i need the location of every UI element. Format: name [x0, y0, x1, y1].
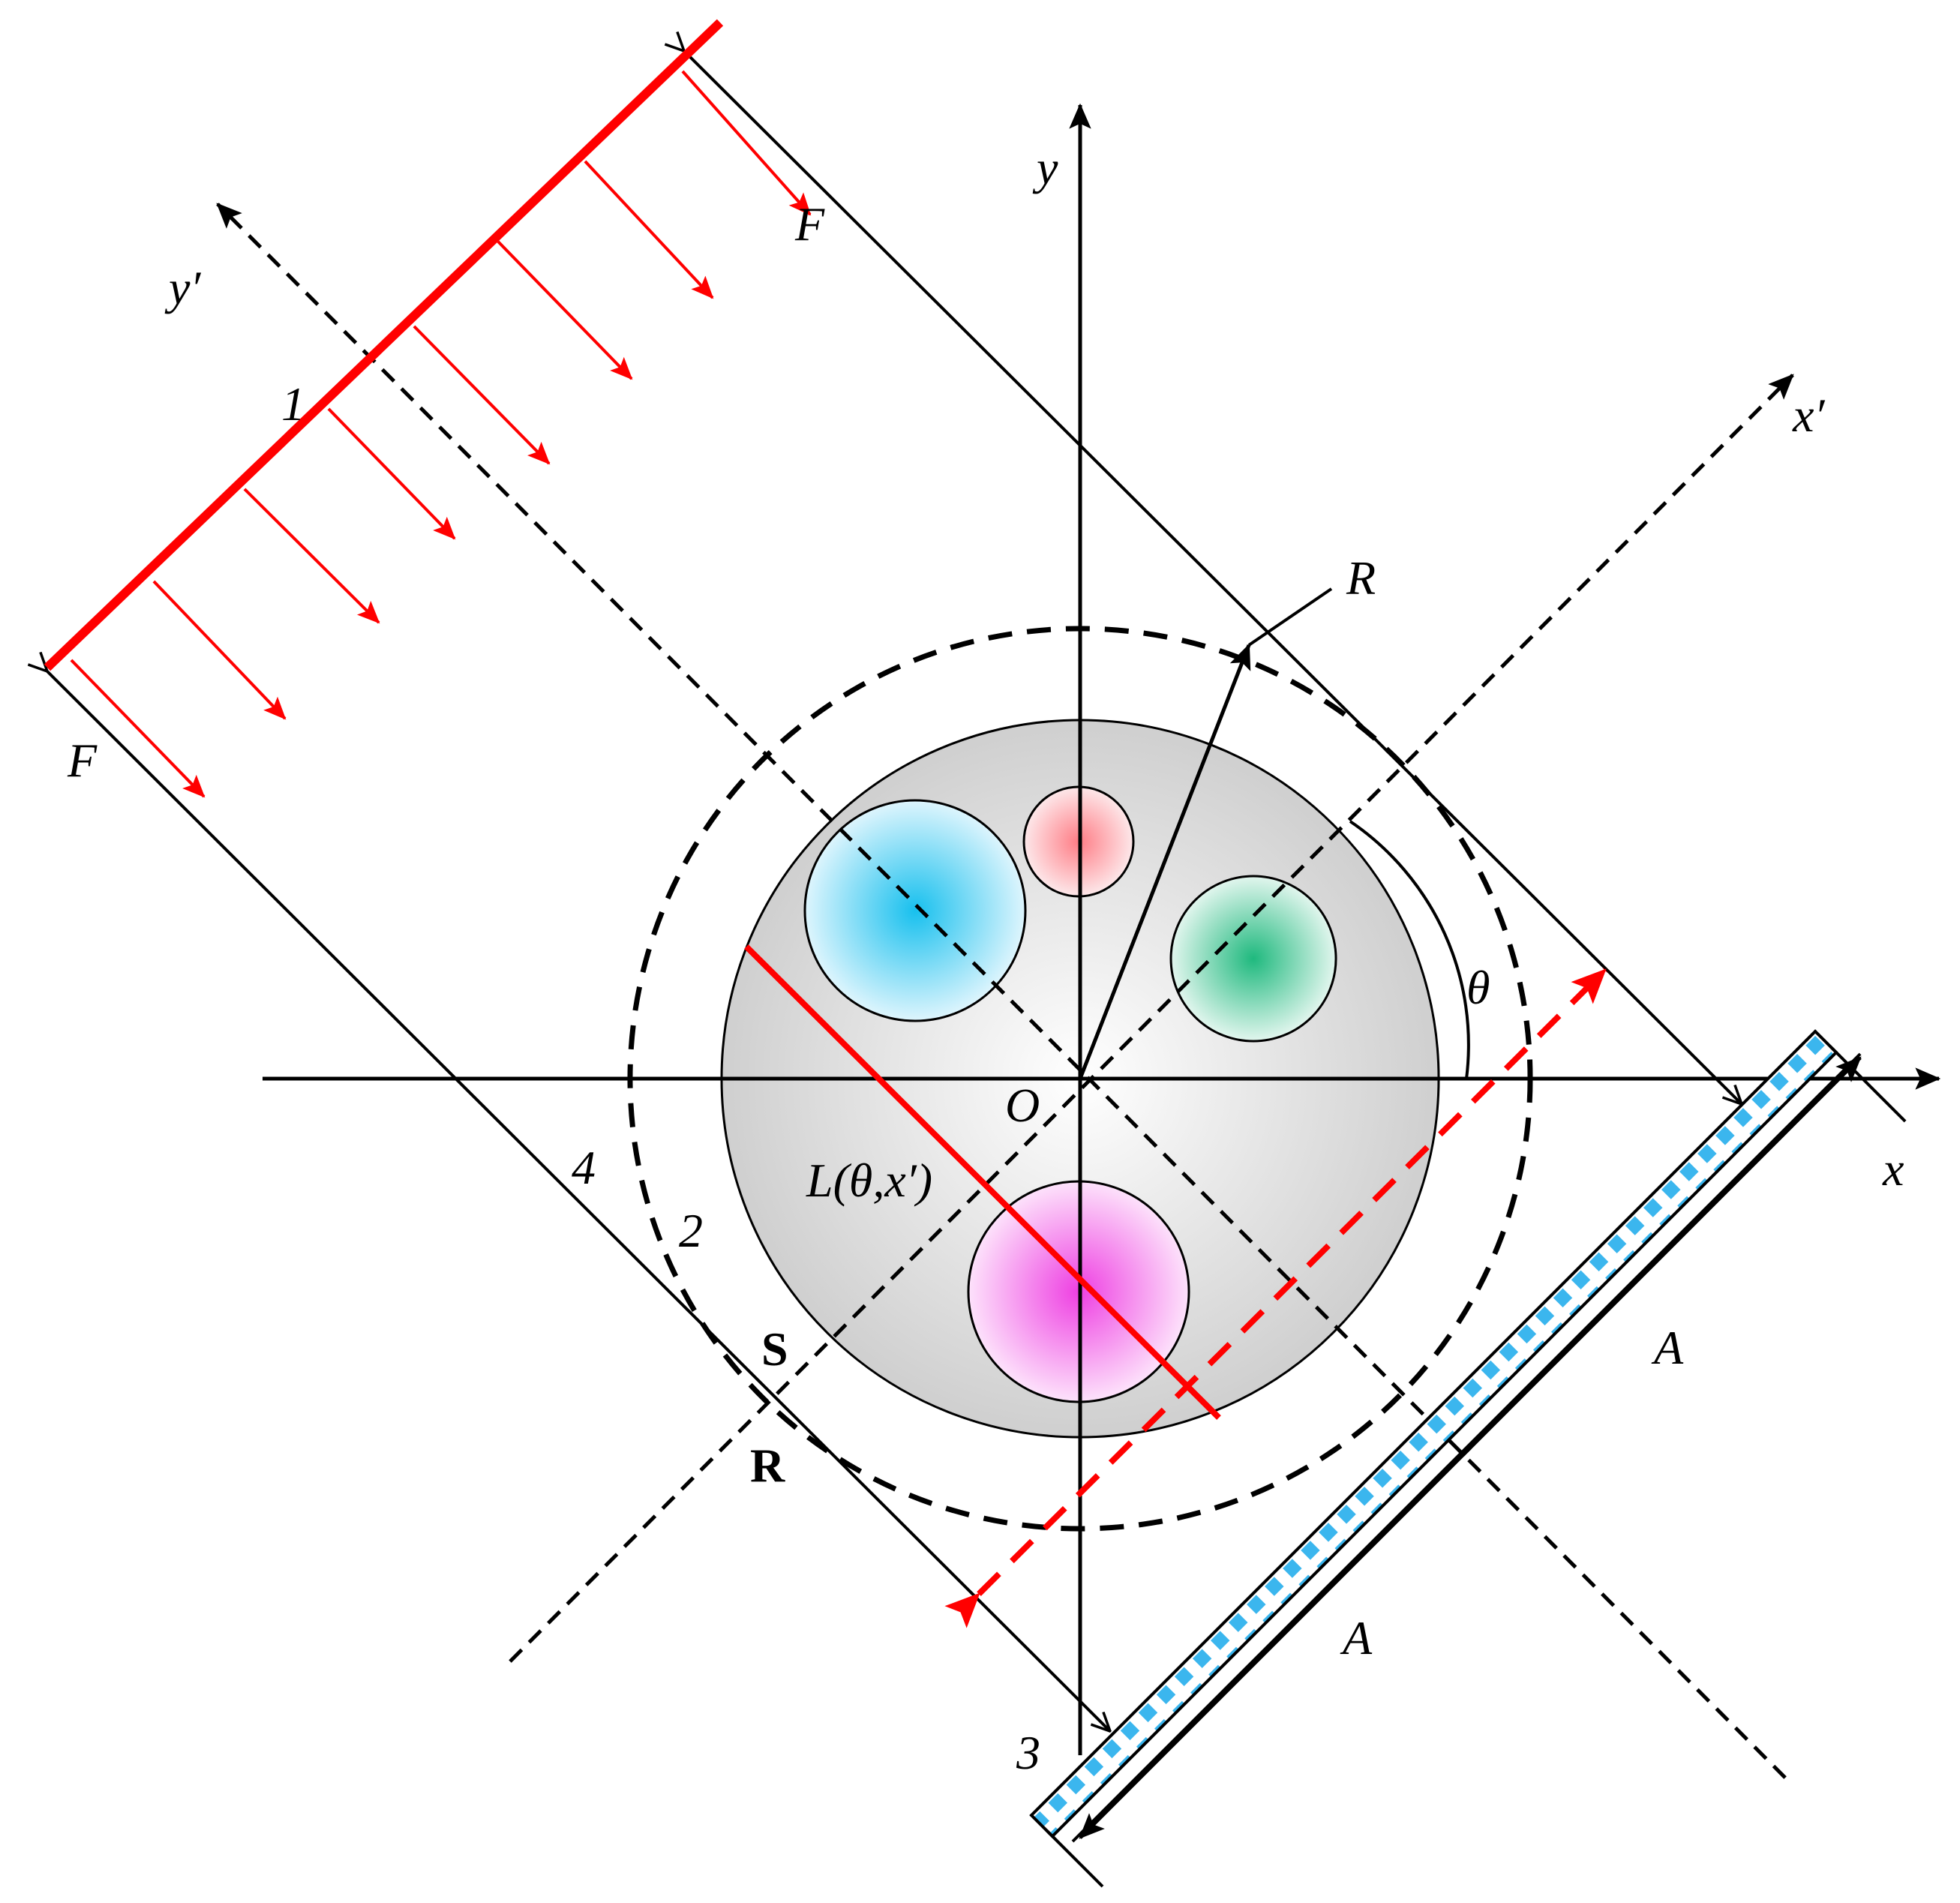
ray-number-label: 2 — [679, 1204, 703, 1257]
inclusion-left — [803, 799, 1027, 1022]
force-arrow-1 — [681, 70, 812, 216]
red-dashed-double-arrow — [944, 968, 1607, 1628]
beam-boundary-bottom — [47, 671, 1110, 1731]
theta-arc — [1349, 820, 1470, 1079]
force-arrow-8 — [70, 659, 206, 798]
force-arrow-7 — [152, 580, 287, 720]
dimension-tick-bottom — [1045, 1829, 1104, 1888]
source-number-label: 1 — [281, 377, 305, 431]
force-arrow-2 — [584, 160, 714, 299]
line-integral-label: L(θ,x′) — [806, 1154, 932, 1207]
boundary-number-label: 4 — [572, 1141, 596, 1194]
dimension-tick-top — [1829, 1045, 1907, 1123]
detector-number-label: 3 — [1016, 1726, 1040, 1779]
force-arrow-5 — [327, 407, 456, 540]
force-arrow-4 — [413, 325, 551, 465]
x-axis-label: x — [1882, 1142, 1904, 1196]
radius-label: R — [1346, 551, 1376, 605]
origin-label: O — [1005, 1079, 1040, 1132]
force-label-left: F — [67, 734, 98, 787]
radius-line — [1078, 643, 1251, 1079]
width-label-right: A — [1651, 1321, 1684, 1374]
dimension-line-a — [1071, 1052, 1862, 1843]
force-arrow-3 — [497, 240, 633, 380]
x-prime-label: x′ — [1792, 389, 1825, 442]
source-point-label: S — [761, 1322, 788, 1376]
y-prime-axis — [216, 203, 1787, 1779]
y-prime-label: y′ — [164, 261, 201, 314]
inclusion-right — [1169, 875, 1337, 1043]
force-label-top: F — [794, 197, 825, 251]
y-axis-label: y — [1032, 141, 1058, 194]
width-label-bottom: A — [1340, 1611, 1373, 1664]
radius-leader — [1247, 587, 1333, 647]
force-arrows — [70, 70, 812, 798]
source-line — [44, 19, 724, 671]
dimension-a-lower — [1079, 1446, 1472, 1839]
receiver-point-label: R — [750, 1439, 785, 1492]
beam-boundary-top — [684, 51, 1742, 1104]
theta-label: θ — [1466, 961, 1490, 1014]
force-arrow-6 — [243, 488, 380, 624]
dimension-a-upper — [1461, 1056, 1862, 1457]
